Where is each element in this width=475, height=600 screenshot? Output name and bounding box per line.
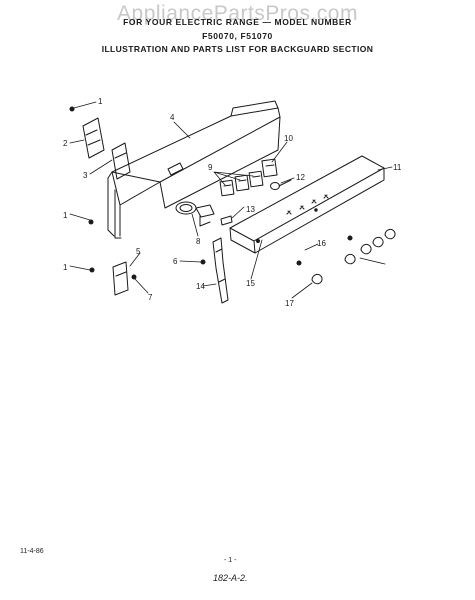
left-end-bracket: [82, 117, 131, 180]
watermark: AppliancePartsPros.com: [117, 2, 358, 25]
callout-label: 4: [170, 113, 175, 122]
callout-label: 8: [196, 237, 201, 246]
callout-label: 16: [317, 239, 326, 248]
callout-label: 1: [98, 97, 103, 106]
front-side-bracket: [212, 237, 229, 304]
header-line-1: FOR YOUR ELECTRIC RANGE — MODEL NUMBER: [123, 17, 352, 27]
header-line-2: F50070, F51070: [202, 31, 273, 41]
front-control-panel: [229, 155, 385, 254]
wiring-harness: [175, 201, 215, 227]
header-line-3: ILLUSTRATION AND PARTS LIST FOR BACKGUAR…: [101, 44, 374, 54]
callout-label: 12: [296, 173, 305, 182]
footer-page-number: - 1 -: [224, 557, 237, 564]
backguard-rear-panel: [107, 100, 281, 239]
lower-bracket: [112, 261, 129, 296]
callout-label: 1: [63, 263, 68, 272]
screws: [69, 106, 353, 280]
callout-label: 15: [246, 279, 255, 288]
callout-label: 7: [148, 293, 153, 302]
callout-label: 2: [63, 139, 68, 148]
callout-label: 10: [284, 134, 293, 143]
leader-lines: [69, 101, 393, 299]
callout-label: 14: [196, 282, 205, 291]
callout-label: 17: [285, 299, 294, 308]
callout-label: 1: [63, 211, 68, 220]
callout-label: 6: [173, 257, 178, 266]
footer-handwritten-code: 182-A-2.: [213, 573, 248, 583]
callout-label: 9: [208, 163, 213, 172]
callout-label: 3: [83, 171, 88, 180]
callout-label: 5: [136, 247, 141, 256]
footer-date: 11-4-86: [20, 548, 44, 555]
callout-numbers: 1 2 3 4 9 10 11 12 13 8 1 5 1 7 6 14 15 …: [63, 97, 402, 308]
callout-label: 11: [393, 163, 402, 172]
control-knobs: [311, 228, 396, 285]
switch-10: [261, 158, 278, 178]
switches: [219, 170, 264, 197]
callout-label: 13: [246, 205, 255, 214]
indicator-light: [270, 179, 292, 190]
clip-13: [220, 215, 233, 226]
